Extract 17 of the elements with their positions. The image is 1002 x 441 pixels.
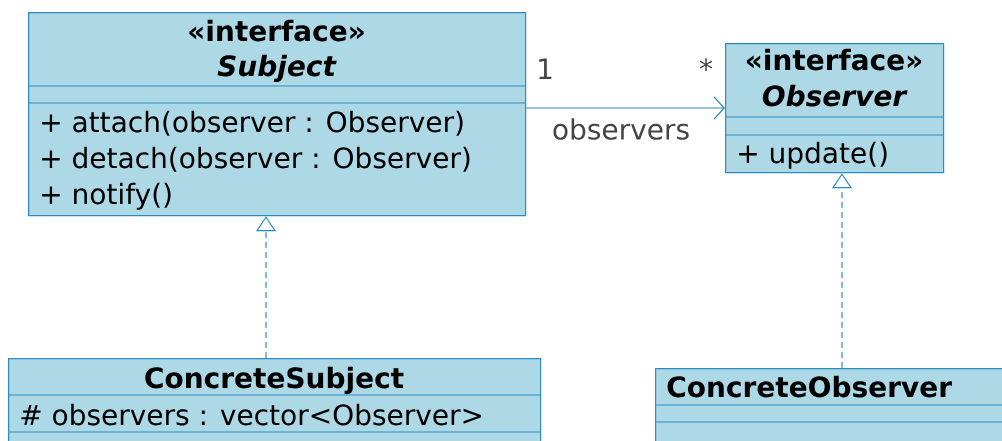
class-box (654, 368, 1002, 441)
association-arrow (525, 96, 725, 120)
class-name: ConcreteSubject (145, 366, 404, 395)
attribute-text: # observers : vector<Observer> (21, 403, 482, 426)
class-box (724, 43, 945, 174)
class-box (27, 12, 527, 217)
stereotype-label: «interface» (746, 48, 922, 71)
class-name: Observer (762, 84, 908, 107)
stereotype-label: «interface» (189, 19, 364, 42)
operation-text: + detach(observer : Observer) (42, 146, 470, 172)
operation-text: + update() (739, 141, 887, 169)
operation-text: + attach(observer : Observer) (42, 110, 463, 136)
class-box (7, 358, 542, 441)
class-name: ConcreteObserver (667, 375, 952, 398)
edge-label: observers (550, 117, 692, 141)
class-name: Subject (217, 54, 337, 83)
operation-text: + notify() (42, 182, 171, 210)
